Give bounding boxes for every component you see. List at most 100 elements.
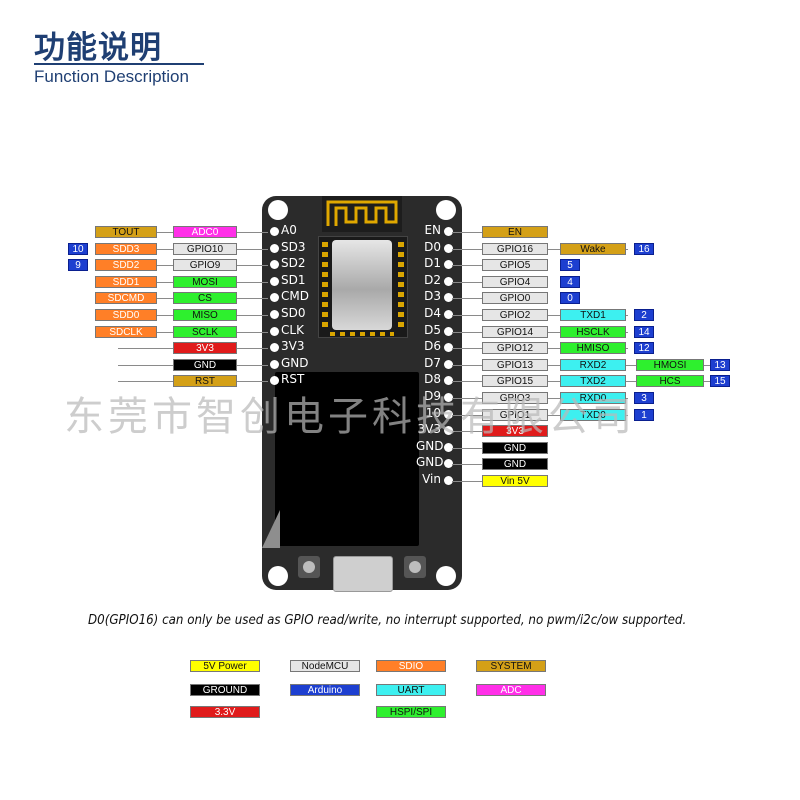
right-tag-gpio: GPIO13	[482, 358, 548, 371]
legend-item-ground: GROUND	[190, 684, 260, 696]
right-tag-gpio: 3V3	[482, 425, 548, 438]
pin-dot	[444, 326, 453, 336]
right-tag-func: TXD0	[560, 408, 626, 421]
antenna-trace-icon	[326, 200, 398, 226]
pin-dot	[270, 243, 279, 253]
pin-dot	[270, 310, 279, 319]
board-pin-label: SD0	[281, 306, 306, 320]
pin-dot	[444, 426, 453, 436]
flash-button	[404, 556, 426, 578]
esp-pads-bottom	[330, 332, 394, 336]
screen-bevel	[262, 510, 280, 548]
left-tag-outer: SDD2	[95, 259, 157, 272]
right-pin-number: 15	[710, 375, 730, 388]
board-pin-label: D0	[424, 239, 441, 254]
right-tag-gpio: GPIO4	[482, 275, 548, 288]
left-tag-inner: GND	[173, 358, 237, 371]
pin-dot	[444, 393, 453, 402]
left-tag-outer: SDD3	[95, 242, 157, 255]
right-pin-number: 0	[560, 292, 580, 305]
pin-dot	[444, 343, 453, 353]
pin-dot	[444, 442, 453, 452]
board-pin-label: D9	[424, 389, 441, 403]
right-pin-number: 1	[634, 408, 654, 421]
right-tag-func2: HMOSI	[636, 358, 704, 371]
left-tag-inner: RST	[173, 375, 237, 388]
pin-dot	[444, 376, 453, 386]
legend-item-adc: ADC	[476, 684, 546, 696]
pin-dot	[270, 359, 279, 369]
legend-item-sdio: SDIO	[376, 660, 446, 672]
legend-item-arduino: Arduino	[290, 684, 360, 696]
legend-item-nodemcu: NodeMCU	[290, 660, 360, 672]
left-tag-outer: SDCLK	[95, 325, 157, 338]
pin-dot	[444, 260, 453, 270]
pin-dot	[270, 293, 279, 303]
left-tag-inner: CS	[173, 292, 237, 305]
board-pin-label: D2	[424, 272, 441, 287]
right-pin-number: 12	[634, 342, 654, 355]
pin-dot	[444, 310, 453, 319]
right-tag-gpio: GPIO2	[482, 309, 548, 321]
left-tag-outer: SDD1	[95, 275, 157, 288]
pin-dot	[444, 243, 453, 253]
pin-dot	[444, 293, 453, 303]
right-tag-gpio: GPIO12	[482, 342, 548, 355]
right-tag-func: TXD2	[560, 375, 626, 388]
legend-item-system: SYSTEM	[476, 660, 546, 672]
board-pin-label: 10	[425, 405, 441, 420]
mount-hole-bottom-right	[436, 566, 456, 586]
board-pin-label: GND	[416, 438, 444, 453]
antenna-area	[322, 196, 402, 232]
board-pin-label: A0	[281, 223, 297, 237]
right-tag-gpio: GPIO0	[482, 292, 548, 305]
board-pin-label: 3V3	[417, 422, 441, 437]
board-pin-label: CMD	[281, 289, 309, 304]
board-pin-label: D6	[424, 339, 441, 354]
pin-dot	[270, 326, 279, 336]
mount-hole-top-right	[436, 200, 456, 220]
left-tag-outer: TOUT	[95, 226, 157, 238]
reset-button	[298, 556, 320, 578]
page-title-cn: 功能说明	[34, 30, 162, 66]
left-tag-inner: MOSI	[173, 275, 237, 288]
board-pin-label: D7	[424, 355, 441, 370]
legend-item-power33: 3.3V	[190, 706, 260, 718]
pin-dot	[270, 343, 279, 353]
board-pin-label: D5	[424, 322, 441, 337]
pin-dot	[270, 376, 279, 386]
left-pin-number: 10	[68, 242, 88, 255]
right-pin-number: 5	[560, 259, 580, 272]
mount-hole-bottom-left	[268, 566, 288, 586]
board-pin-label: SD1	[281, 272, 306, 287]
usb-port	[333, 556, 393, 592]
pin-dot	[270, 260, 279, 270]
left-tag-inner: MISO	[173, 309, 237, 321]
left-pin-number: 9	[68, 259, 88, 272]
board-pin-label: EN	[424, 223, 441, 237]
legend-item-uart: UART	[376, 684, 446, 696]
right-pin-number: 16	[634, 242, 654, 255]
right-tag-gpio: GPIO3	[482, 392, 548, 404]
mount-hole-top-left	[268, 200, 288, 220]
left-tag-inner: ADC0	[173, 226, 237, 238]
right-tag-gpio: Vin 5V	[482, 475, 548, 487]
right-tag-func: HMISO	[560, 342, 626, 355]
board-pin-label: D4	[424, 306, 441, 320]
right-tag-func2: HCS	[636, 375, 704, 388]
right-tag-gpio: GND	[482, 458, 548, 471]
right-tag-gpio: GPIO5	[482, 259, 548, 272]
legend-item-hspi: HSPI/SPI	[376, 706, 446, 718]
pin-dot	[270, 276, 279, 286]
right-pin-number: 4	[560, 275, 580, 288]
page-title-en: Function Description	[34, 67, 189, 86]
board-pin-label: GND	[416, 455, 444, 470]
right-tag-gpio: GND	[482, 441, 548, 454]
right-tag-func: Wake	[560, 242, 626, 255]
gpio16-note: D0(GPIO16) can only be used as GPIO read…	[88, 612, 687, 628]
left-tag-inner: 3V3	[173, 342, 237, 355]
left-tag-outer: SDCMD	[95, 292, 157, 305]
right-tag-gpio: GPIO1	[482, 408, 548, 421]
esp-pads-left	[322, 242, 328, 332]
board-pin-label: SD2	[281, 256, 306, 271]
